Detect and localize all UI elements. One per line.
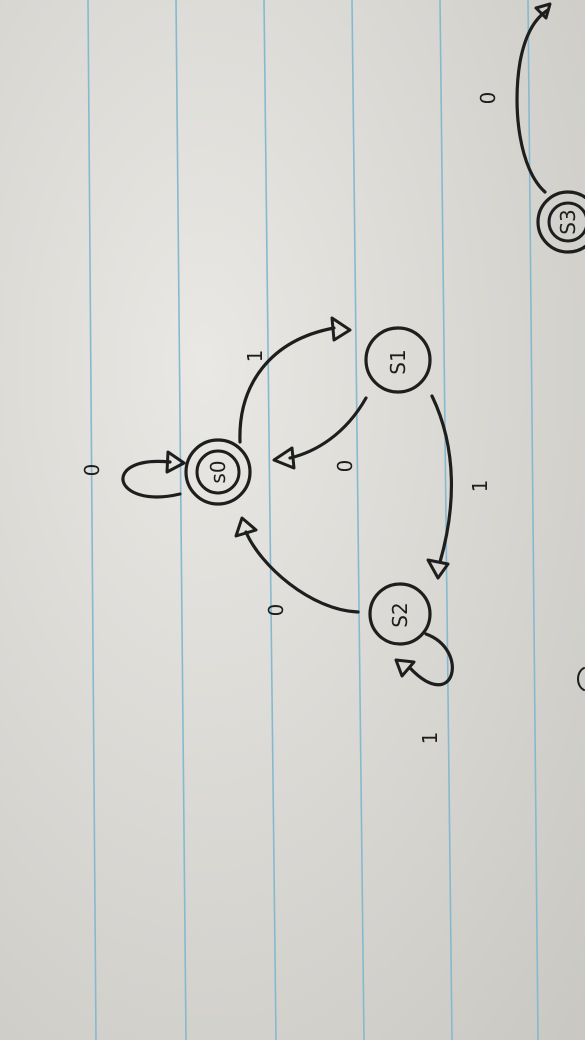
transition-s1-s2: 1: [426, 394, 492, 580]
label-into-s3: 0: [476, 92, 500, 105]
edge-mark: [577, 667, 585, 691]
label-s2-s0: 0: [264, 604, 288, 617]
state-s2: S2: [368, 582, 432, 646]
transition-s0-s0: 0: [80, 450, 186, 499]
state-s1: S1: [364, 326, 432, 394]
transition-into-s3: 0: [476, 2, 552, 194]
state-s0: s0: [184, 438, 252, 506]
state-s0-label: s0: [206, 460, 230, 483]
state-s1-label: S1: [386, 349, 410, 374]
transition-s2-s2: 1: [394, 632, 454, 745]
state-s3-label: S3: [556, 209, 580, 234]
label-s1-s2: 1: [468, 480, 492, 493]
label-s0-s1: 1: [243, 350, 267, 363]
state-s3: S3: [536, 190, 585, 254]
transition-s2-s0: 0: [234, 516, 360, 617]
label-s2-s2: 1: [418, 732, 442, 745]
label-s0-s0: 0: [80, 464, 104, 477]
label-s1-s0: 0: [333, 460, 357, 473]
state-s2-label: S2: [388, 602, 412, 627]
transition-s1-s0: 0: [272, 396, 368, 473]
transition-s0-s1: 1: [238, 316, 352, 444]
